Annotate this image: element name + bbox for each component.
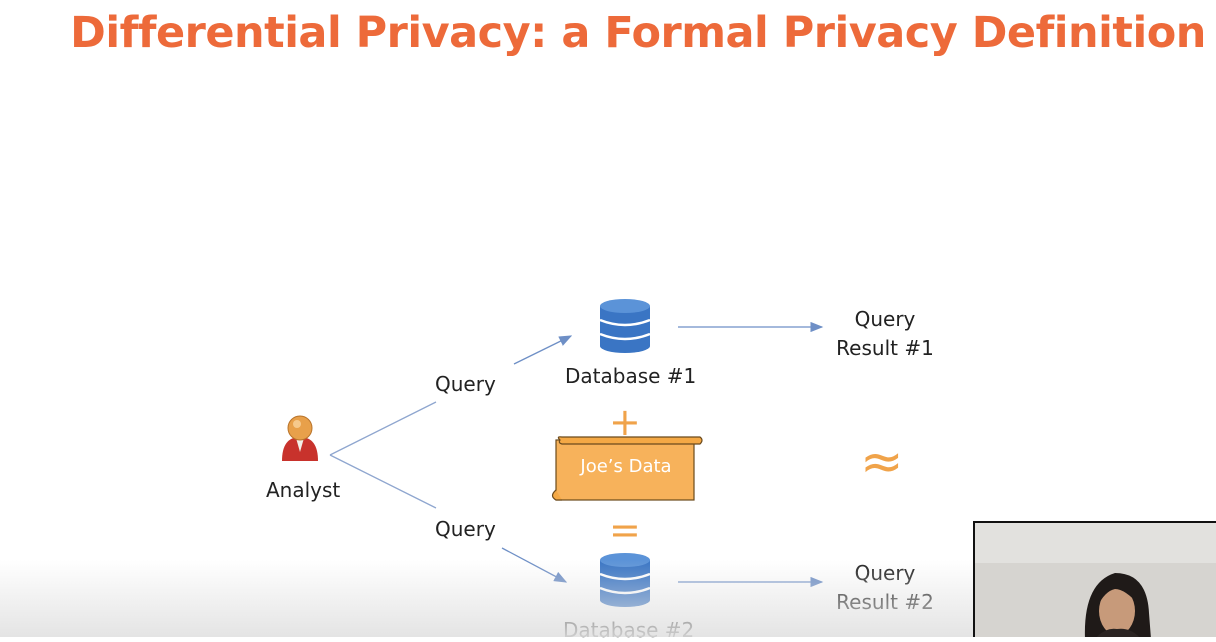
slide-title: Differential Privacy: a Formal Privacy D… xyxy=(70,8,1206,58)
query-bottom-label: Query xyxy=(435,517,496,541)
database-icon xyxy=(599,553,651,607)
result2-label-line1: Query xyxy=(854,561,916,585)
query-bottom-arrow xyxy=(501,547,568,583)
joes-data-label: Joe’s Data xyxy=(580,456,672,477)
analyst-branch-bottom-line xyxy=(329,454,437,509)
webcam-overlay xyxy=(973,521,1216,637)
equals-symbol: = xyxy=(609,508,641,552)
database1-label: Database #1 xyxy=(565,364,697,388)
query-top-arrow xyxy=(513,335,573,365)
result1-label-line2: Result #1 xyxy=(836,336,934,360)
plus-symbol: + xyxy=(609,400,641,444)
scroll-icon xyxy=(551,436,703,501)
result1-label-line1: Query xyxy=(854,307,916,331)
approx-symbol: ≈ xyxy=(860,432,904,492)
person-icon xyxy=(282,415,318,461)
database-icon xyxy=(599,299,651,353)
result2-label-line2: Result #2 xyxy=(836,590,934,614)
analyst-label: Analyst xyxy=(266,478,341,502)
query-top-label: Query xyxy=(435,372,496,396)
analyst-branch-top-line xyxy=(329,401,437,456)
presenter-video xyxy=(975,523,1216,637)
database2-label: Database #2 xyxy=(563,618,695,642)
